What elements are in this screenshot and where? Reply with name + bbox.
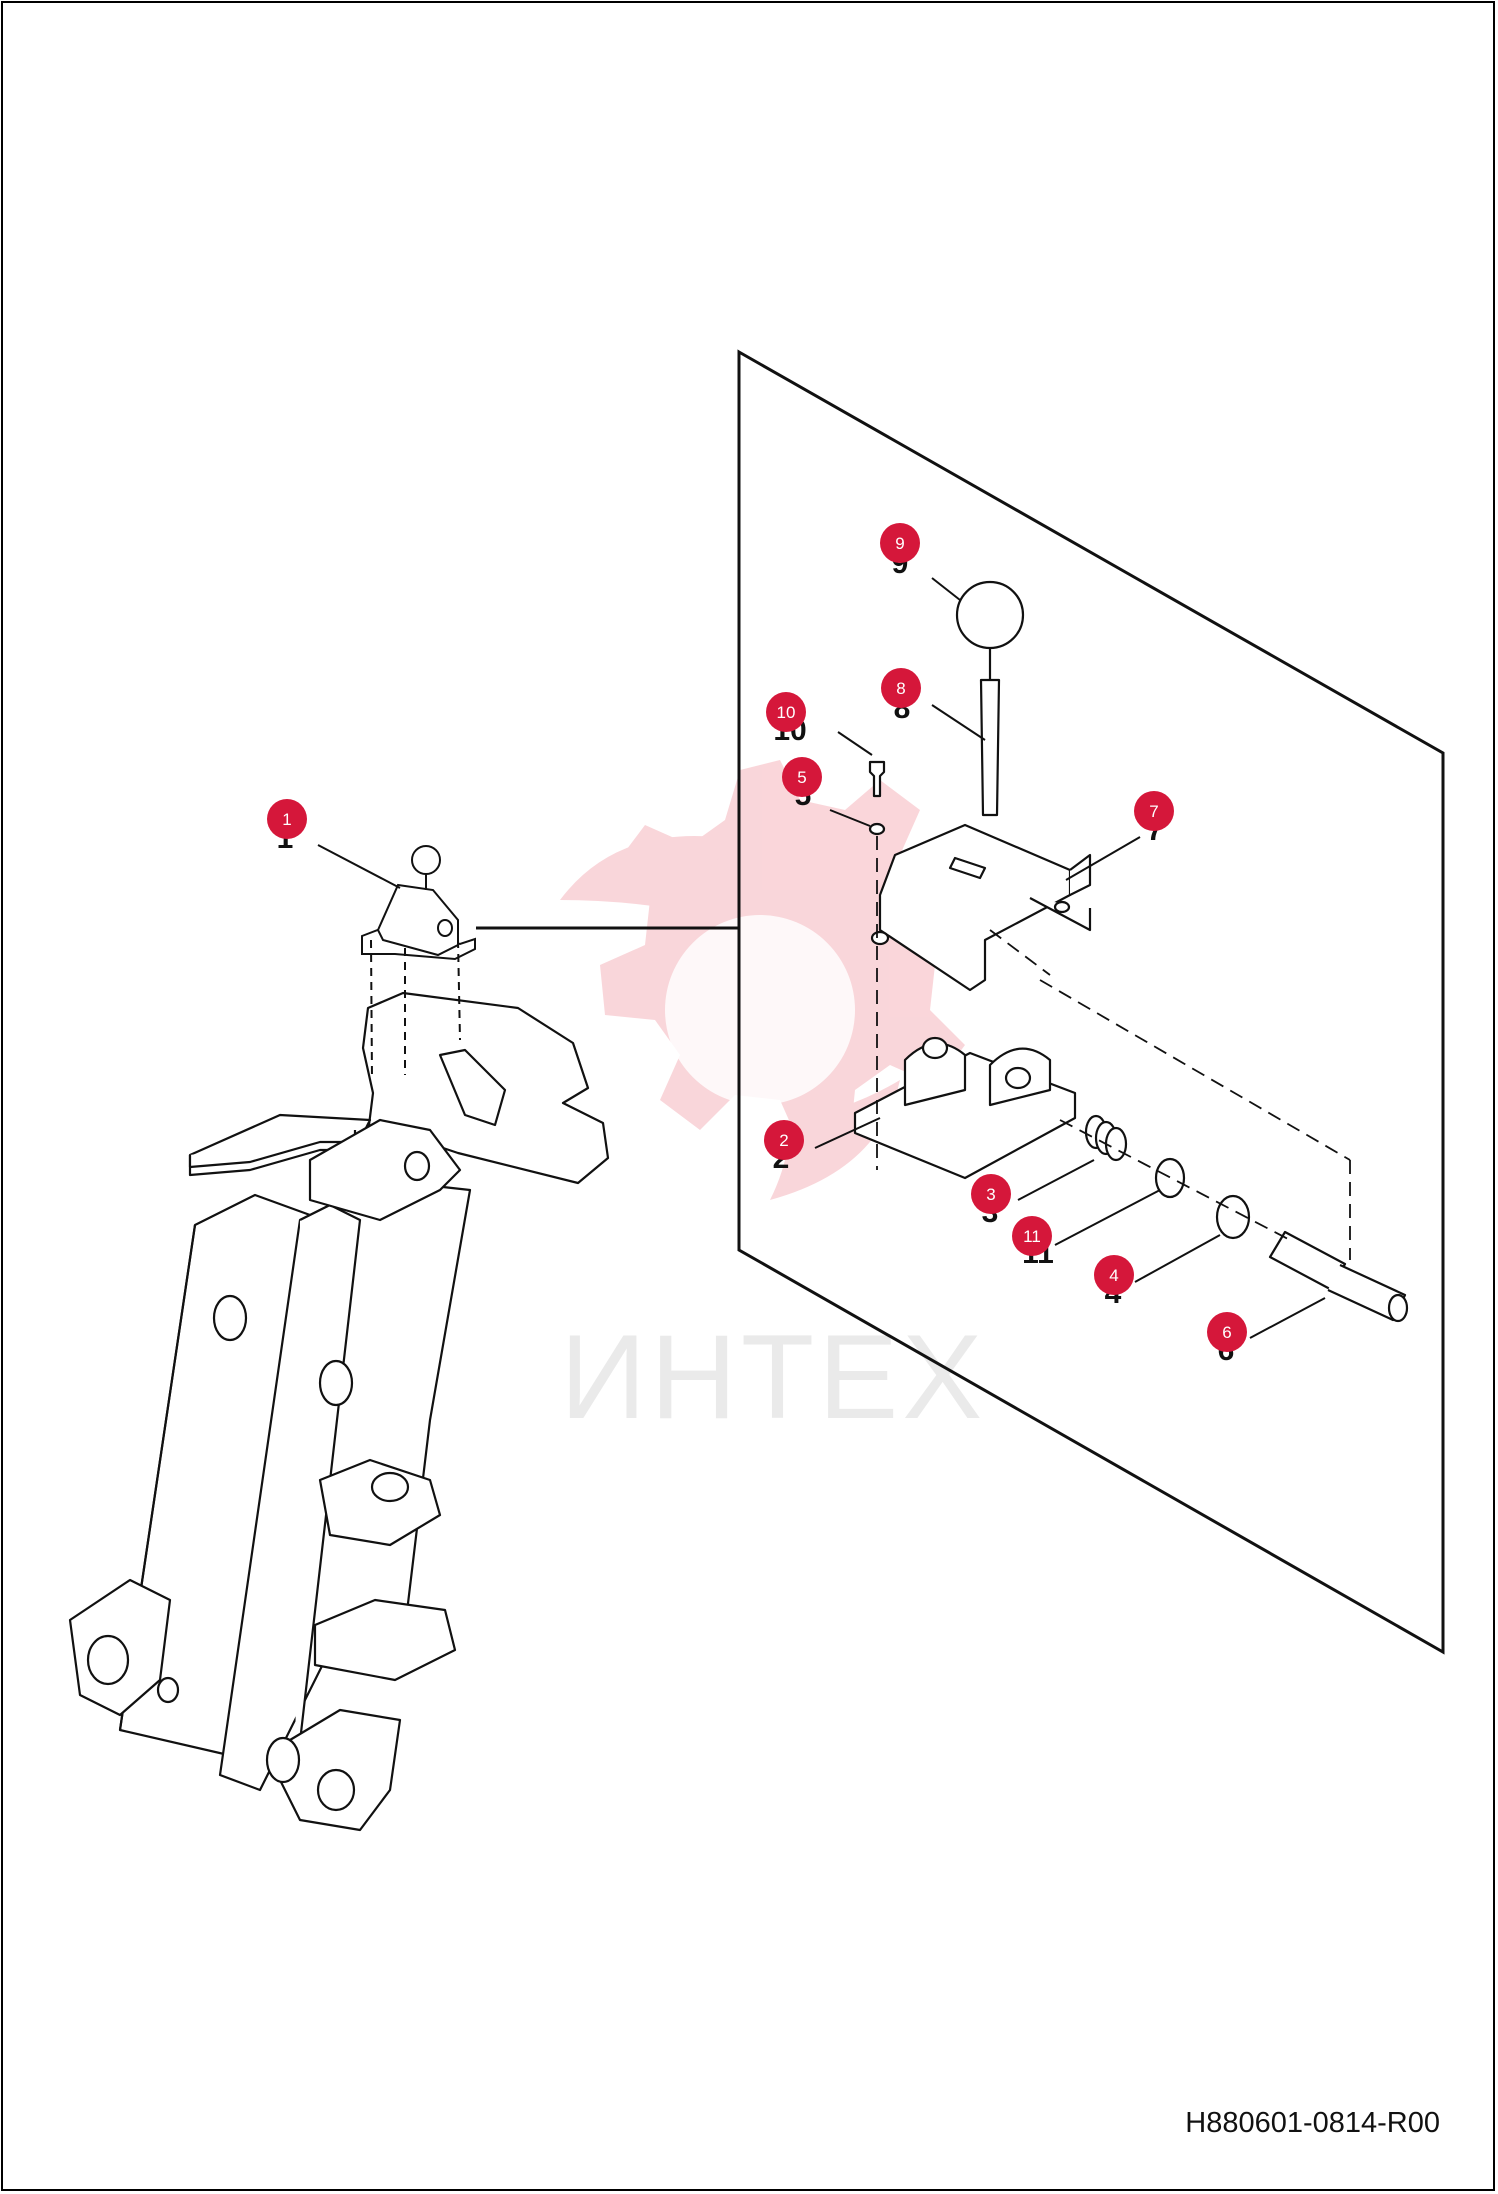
callout-badge-label-9: 9	[895, 534, 904, 553]
callout-badge-11[interactable]	[1012, 1216, 1052, 1256]
watermark-text: ИНТЕХ	[560, 1310, 986, 1444]
main-assembly	[68, 991, 610, 1832]
knob-part	[955, 580, 1025, 650]
callout-badge-label-6: 6	[1222, 1323, 1231, 1342]
callout-badge-5[interactable]	[782, 757, 822, 797]
leader-lines	[317, 577, 1326, 1339]
callout-badge-label-10: 10	[777, 703, 796, 722]
callout-badge-label-1: 1	[282, 810, 291, 829]
exploded-view-panel	[476, 349, 1445, 1655]
callout-badge-label-7: 7	[1149, 802, 1158, 821]
bolt-part	[868, 760, 886, 798]
spring-part	[1084, 1114, 1128, 1162]
center-lines	[876, 836, 1351, 1260]
callout-badge-7[interactable]	[1134, 791, 1174, 831]
callout-badge-4[interactable]	[1094, 1255, 1134, 1295]
callout-badge-label-8: 8	[896, 679, 905, 698]
o-ring-part	[1154, 1157, 1186, 1199]
callout-badge-label-3: 3	[986, 1185, 995, 1204]
washer-part	[868, 822, 886, 836]
callout-badge-3[interactable]	[971, 1174, 1011, 1214]
watermark: ИНТЕХ	[560, 760, 986, 1444]
callout-badge-10[interactable]	[766, 692, 806, 732]
rod-part	[979, 678, 1001, 817]
callout-badge-label-4: 4	[1109, 1266, 1118, 1285]
gear-logo-icon	[560, 760, 980, 1200]
callout-group: 11223344556677889910101111	[267, 523, 1247, 1367]
callout-badge-8[interactable]	[881, 668, 921, 708]
callout-badge-9[interactable]	[880, 523, 920, 563]
document-id: H880601-0814-R00	[1185, 2107, 1440, 2139]
callout-badge-6[interactable]	[1207, 1312, 1247, 1352]
callout-badge-label-11: 11	[1023, 1227, 1041, 1246]
bracket-part	[878, 823, 1072, 992]
callout-badge-label-5: 5	[797, 768, 806, 787]
callout-badge-1[interactable]	[267, 799, 307, 839]
callout-badge-label-2: 2	[779, 1131, 788, 1150]
exploded-parts	[853, 580, 1409, 1323]
latch-assembly-overview	[361, 845, 476, 1081]
callout-badge-2[interactable]	[764, 1120, 804, 1160]
